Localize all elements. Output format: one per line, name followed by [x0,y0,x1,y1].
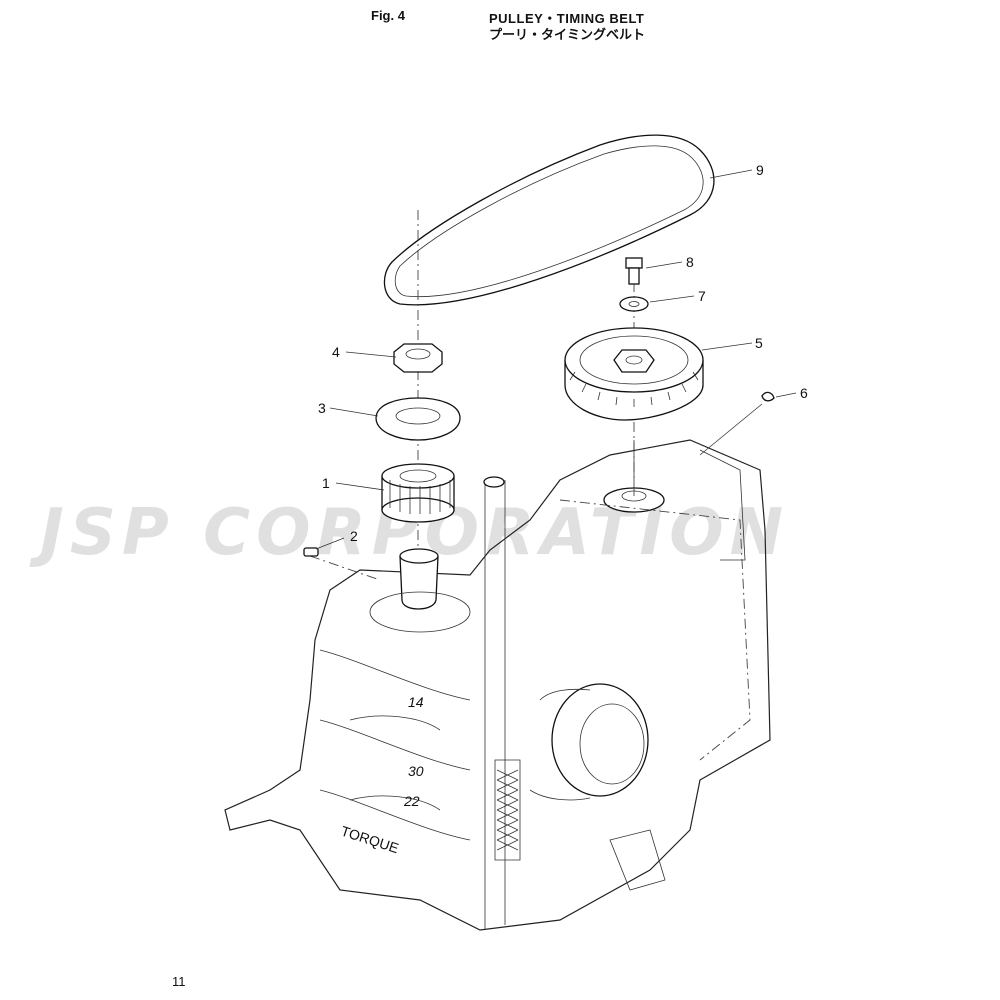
engine-label-22: 22 [403,793,420,809]
callout-8: 8 [686,254,694,270]
crank-nut [393,343,443,373]
center-line-key [309,555,381,581]
engine-label-14: 14 [408,694,424,710]
callout-7: 7 [698,288,706,304]
callout-3: 3 [318,400,326,416]
callout-4: 4 [332,344,340,360]
pulley-key [761,391,775,402]
callout-5: 5 [755,335,763,351]
page-number: 11 [172,974,186,989]
crank-pulley [381,463,455,523]
crank-key [303,547,319,557]
timing-belt [383,134,715,306]
bolt [625,257,643,285]
engine-block [224,439,771,931]
callout-9: 9 [756,162,764,178]
leader-lines [315,169,797,550]
callout-6: 6 [800,385,808,401]
callout-1: 1 [322,475,330,491]
torque-label: TORQUE [339,823,401,857]
callout-2: 2 [350,528,358,544]
page-title: PULLEY・TIMING BELT [489,11,645,26]
engine-label-30: 30 [408,763,424,779]
washer [619,296,649,312]
page-title-japanese: プーリ・タイミングベルト [489,27,646,42]
cam-pulley [564,327,704,421]
figure-number: Fig. 4 [371,8,405,23]
plate-washer [375,397,461,441]
